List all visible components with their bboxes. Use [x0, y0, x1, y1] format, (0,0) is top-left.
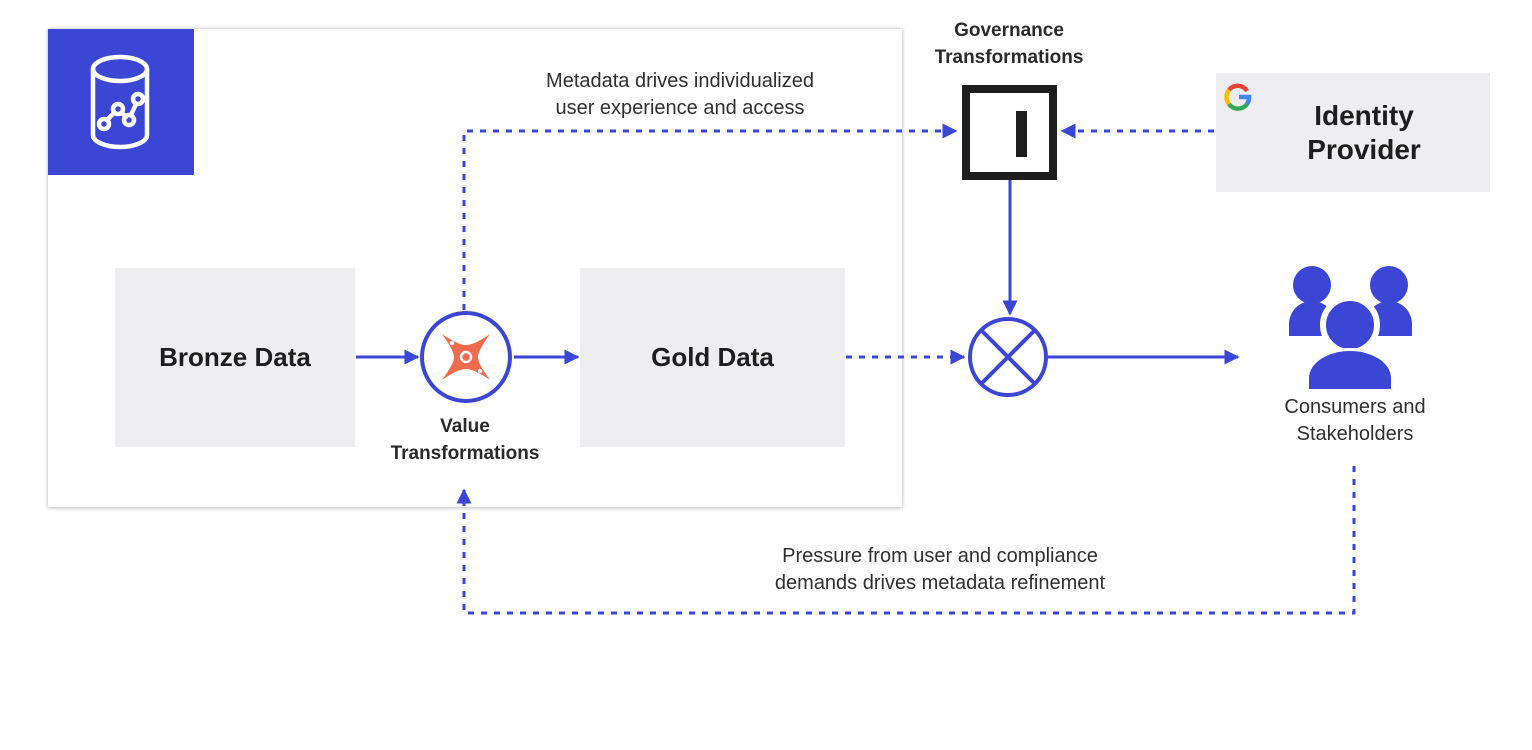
database-chart-icon: [48, 29, 194, 175]
value-transformations-label: Value Transformations: [390, 416, 540, 464]
pressure-caption: Pressure from user and compliance demand…: [774, 545, 1106, 594]
governance-transformations-label: Governance Transformations: [934, 20, 1084, 68]
governance-icon: [962, 85, 1057, 180]
bronze-data-label: Bronze Data: [159, 342, 311, 372]
identity-provider-box: Identity Provider: [1216, 73, 1490, 192]
value-transform-icon: [420, 311, 512, 403]
gold-data-box: Gold Data: [580, 268, 845, 447]
gold-data-label: Gold Data: [651, 342, 774, 372]
merge-junction-icon: [968, 317, 1048, 397]
google-icon: [1224, 83, 1252, 111]
identity-provider-label: Identity Provider: [1307, 99, 1421, 165]
metadata-caption: Metadata drives individualized user expe…: [546, 70, 814, 119]
people-group-icon: [1289, 266, 1412, 392]
metadata-to-governance-arrow: [462, 123, 958, 310]
bronze-data-box: Bronze Data: [115, 268, 355, 447]
consumers-label: Consumers and Stakeholders: [1284, 396, 1426, 445]
